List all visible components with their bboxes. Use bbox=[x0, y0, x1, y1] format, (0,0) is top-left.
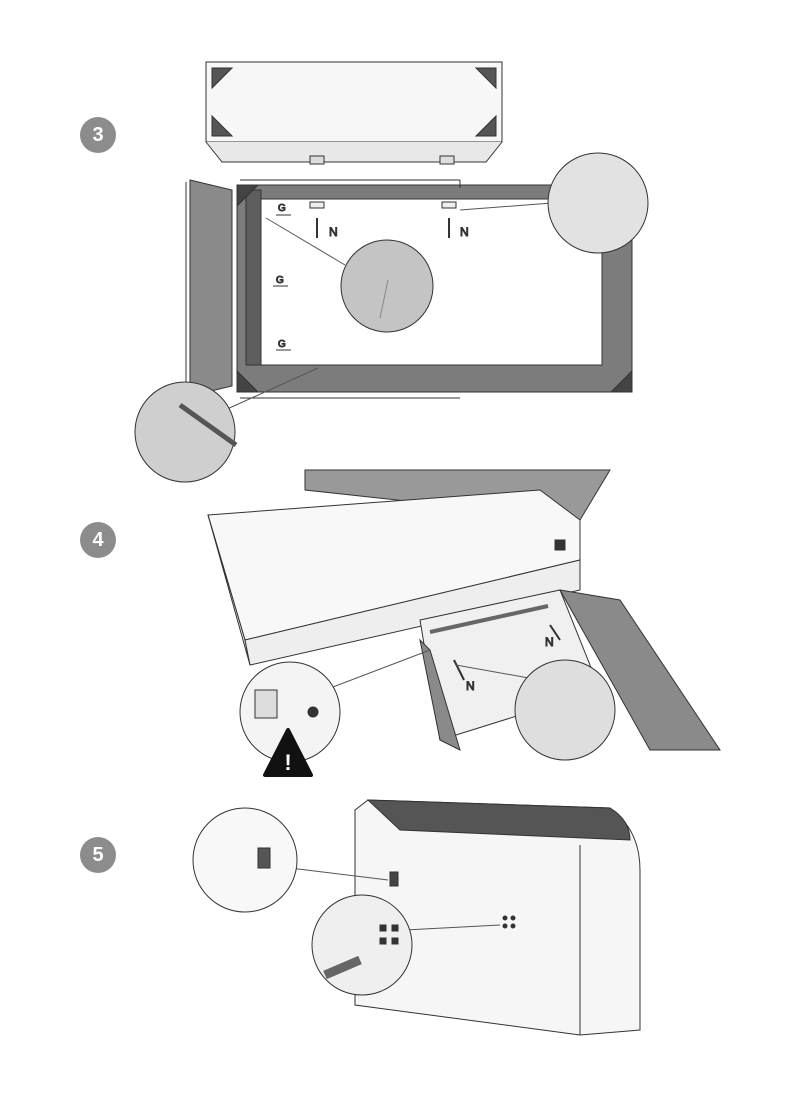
step-4-badge: 4 bbox=[80, 522, 116, 558]
fitting-label-n: N bbox=[329, 225, 338, 239]
step-3-illustration: G G G N N bbox=[134, 61, 649, 483]
fitting-label-n: N bbox=[545, 635, 554, 649]
fitting-label-g: G bbox=[278, 203, 286, 214]
step-3-badge: 3 bbox=[80, 117, 116, 153]
step-5-badge: 5 bbox=[80, 837, 116, 873]
step-4-illustration: N N bbox=[207, 469, 721, 763]
fitting-label-g: G bbox=[276, 275, 284, 286]
warning-triangle-icon: ! bbox=[263, 728, 313, 777]
fitting-label-g: G bbox=[278, 339, 286, 350]
fitting-label-n: N bbox=[460, 225, 469, 239]
fitting-label-n: N bbox=[466, 679, 475, 693]
svg-text:!: ! bbox=[284, 750, 291, 775]
step-5-illustration bbox=[192, 799, 641, 1036]
